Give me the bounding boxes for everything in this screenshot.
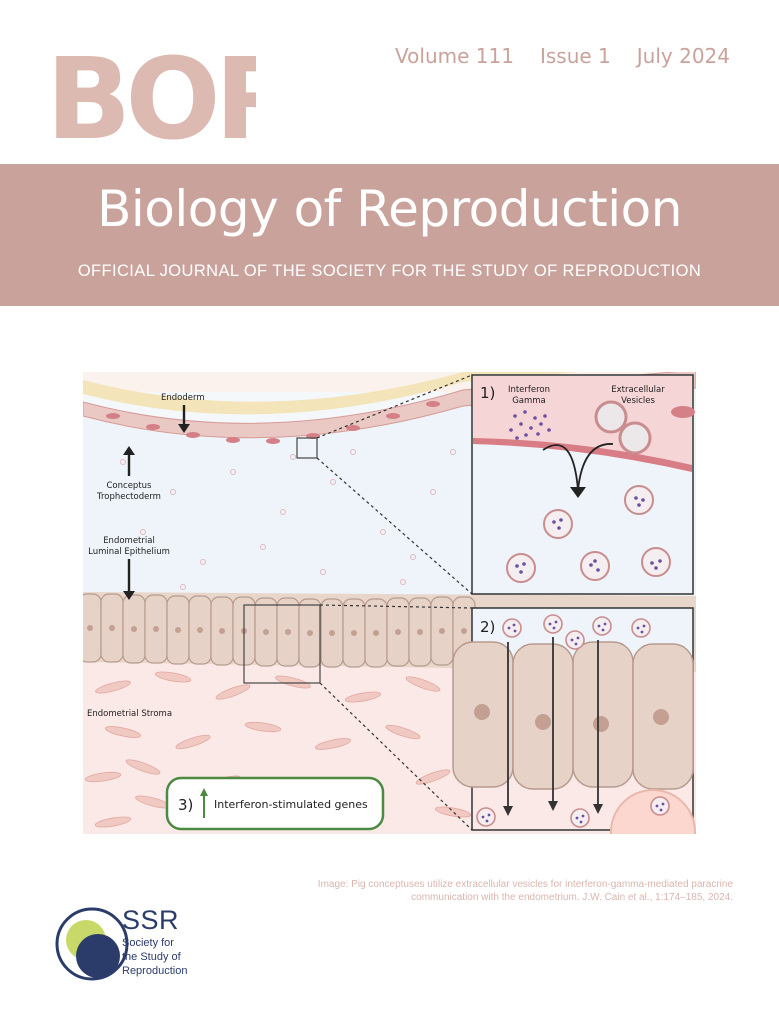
stromal-cells (84, 671, 472, 828)
cover-caption: Image: Pig conceptuses utilize extracell… (273, 878, 733, 904)
volume-label: Volume 111 (395, 44, 514, 68)
ifn-label-2: Gamma (512, 396, 546, 406)
ssr-name-line-3: Reproduction (122, 965, 188, 977)
panel-1-number: 1) (480, 384, 495, 402)
panel-2-number: 2) (480, 618, 495, 636)
caption-line-1: Image: Pig conceptuses utilize extracell… (317, 879, 733, 890)
issue-info: Volume 111 Issue 1 July 2024 (395, 44, 730, 68)
ssr-logo-mark (55, 907, 129, 981)
ev-cell-2 (618, 421, 652, 455)
journal-title: Biology of Reproduction (97, 180, 682, 238)
caption-line-2: communication with the endometrium. J.W.… (411, 892, 733, 903)
stroma-label: Endometrial Stroma (87, 709, 172, 719)
ssr-abbr: SSR (122, 905, 180, 935)
panel-2-vesicles (476, 614, 670, 828)
endoderm-layer (83, 372, 696, 415)
ev-label-2: Vesicles (621, 396, 655, 406)
epithelium-label-2: Luminal Epithelium (88, 547, 170, 557)
conceptus-label-1: Conceptus (107, 481, 153, 491)
panel-3-label: Interferon-stimulated genes (214, 798, 368, 811)
zoom-box-2 (243, 604, 321, 684)
panel-3-number: 3) (178, 796, 193, 814)
ev-cell-1 (594, 400, 628, 434)
ifn-loaded-vesicles (506, 485, 671, 583)
bor-logo: BOR (46, 40, 256, 145)
zoom-guides (316, 374, 473, 831)
endoderm-label: Endoderm (161, 393, 205, 403)
ssr-name-line-2: the Study of (122, 951, 181, 963)
epithelium-label-1: Endometrial (103, 536, 155, 546)
journal-subtitle: OFFICIAL JOURNAL OF THE SOCIETY FOR THE … (77, 262, 702, 280)
ssr-wordmark: SSR Society for the Study of Reproductio… (122, 905, 202, 977)
zoom-box-1 (296, 437, 318, 459)
conceptus-label-2: Trophectoderm (96, 492, 161, 502)
cover-illustration: Endoderm Conceptus Trophectoderm Endomet… (83, 372, 696, 834)
panel-2-inset: 2) (452, 607, 696, 834)
ssr-name-line-1: Society for (122, 937, 174, 949)
issue-label: Issue 1 (539, 44, 611, 68)
panel-1-inset: 1) Interferon Gamma Extracellular Vesicl… (471, 374, 695, 595)
title-band (0, 164, 779, 306)
bor-logo-text: BOR (46, 40, 256, 145)
trophectoderm-nuclei (106, 401, 440, 444)
interferon-dots (509, 410, 551, 440)
merge-arrow (542, 444, 579, 491)
transport-arrows (507, 637, 599, 810)
panel-3-box (165, 776, 385, 831)
ifn-label-1: Interferon (508, 385, 550, 395)
lumen-vesicles (120, 449, 456, 600)
ev-label-1: Extracellular (611, 385, 665, 395)
date-label: July 2024 (636, 44, 730, 68)
